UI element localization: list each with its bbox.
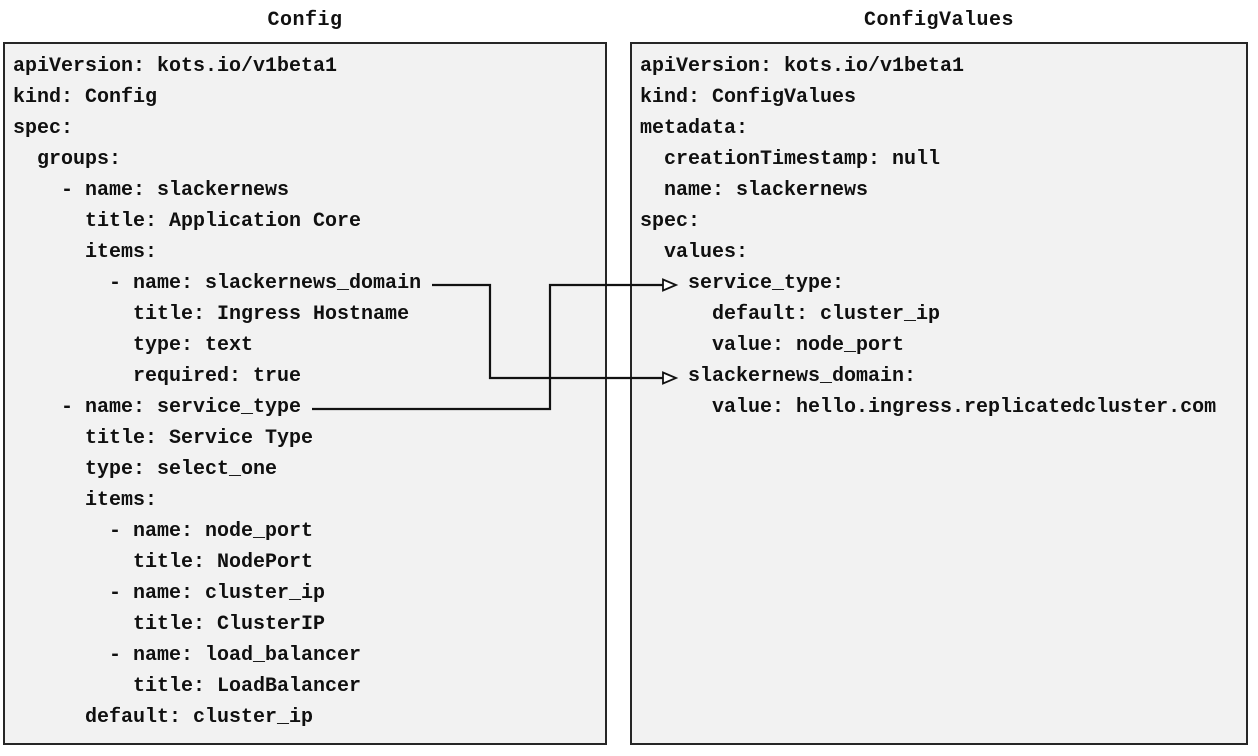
yaml-line: apiVersion: kots.io/v1beta1 — [640, 55, 965, 78]
config-panel-title: Config — [267, 9, 343, 32]
yaml-line: title: Ingress Hostname — [13, 303, 410, 326]
yaml-line: title: Application Core — [13, 210, 362, 233]
yaml-line: - name: cluster_ip — [13, 582, 326, 605]
yaml-line: default: cluster_ip — [13, 706, 314, 729]
configvalues-yaml-panel: apiVersion: kots.io/v1beta1 kind: ConfigV… — [630, 42, 1248, 745]
yaml-line: required: true — [13, 365, 302, 388]
yaml-line: name: slackernews — [640, 179, 869, 202]
yaml-line: service_type: — [640, 272, 845, 295]
yaml-line: metadata: — [640, 117, 749, 140]
yaml-line: title: Service Type — [13, 427, 314, 450]
yaml-line: - name: service_type — [13, 396, 302, 419]
yaml-line: value: hello.ingress.replicatedcluster.c… — [640, 396, 1217, 419]
yaml-line: apiVersion: kots.io/v1beta1 — [13, 55, 338, 78]
yaml-line: items: — [13, 489, 158, 512]
yaml-line: title: NodePort — [13, 551, 314, 574]
yaml-line: - name: load_balancer — [13, 644, 362, 667]
yaml-line: groups: — [13, 148, 122, 171]
yaml-line: kind: ConfigValues — [640, 86, 857, 109]
yaml-line: spec: — [13, 117, 74, 140]
yaml-line: kind: Config — [13, 86, 158, 109]
yaml-line: type: text — [13, 334, 254, 357]
yaml-line: slackernews_domain: — [640, 365, 917, 388]
yaml-line: creationTimestamp: null — [640, 148, 941, 171]
yaml-line: - name: node_port — [13, 520, 314, 543]
yaml-line: title: LoadBalancer — [13, 675, 362, 698]
config-yaml-panel: apiVersion: kots.io/v1beta1 kind: Config s… — [3, 42, 607, 745]
yaml-line: default: cluster_ip — [640, 303, 941, 326]
configvalues-panel-title: ConfigValues — [863, 9, 1015, 32]
configvalues-yaml-code: apiVersion: kots.io/v1beta1 kind: ConfigV… — [632, 44, 1246, 430]
yaml-line: items: — [13, 241, 158, 264]
yaml-line: title: ClusterIP — [13, 613, 326, 636]
yaml-line: value: node_port — [640, 334, 905, 357]
yaml-line: type: select_one — [13, 458, 278, 481]
yaml-line: - name: slackernews_domain — [13, 272, 422, 295]
yaml-line: spec: — [640, 210, 701, 233]
yaml-line: values: — [640, 241, 749, 264]
config-yaml-code: apiVersion: kots.io/v1beta1 kind: Config s… — [5, 44, 605, 740]
yaml-line: - name: slackernews — [13, 179, 290, 202]
